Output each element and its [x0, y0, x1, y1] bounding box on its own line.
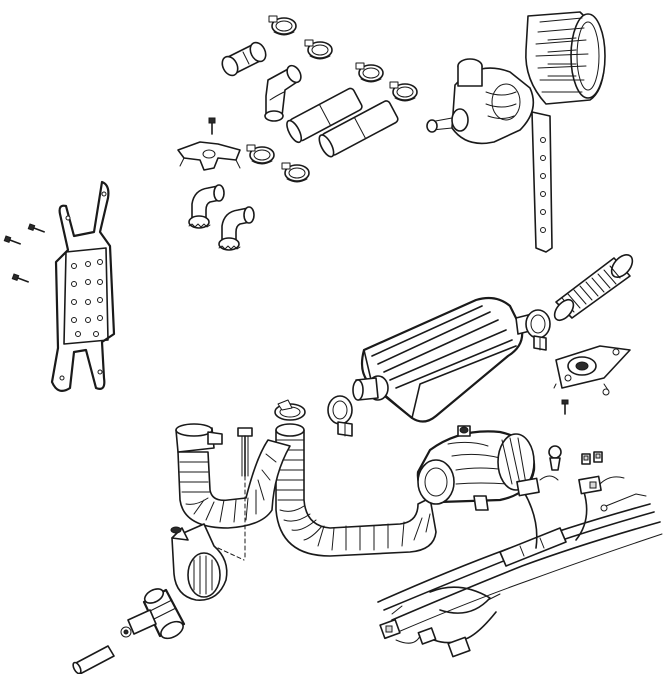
- perforated-strap: [531, 111, 553, 253]
- fuses: [581, 451, 603, 465]
- exhaust-silencer: [352, 296, 535, 423]
- bolt-with-nut: [237, 427, 253, 561]
- flexible-exhaust-pipe: [275, 423, 437, 557]
- elbow-hose-connector: [264, 64, 302, 122]
- exhaust-clamp: [274, 399, 306, 421]
- hose-clamp: [389, 81, 418, 102]
- straight-hose-connector: [221, 41, 267, 77]
- circulation-pump: [426, 58, 535, 145]
- fuel-line-stub: [72, 645, 115, 674]
- mounting-plate: [50, 180, 116, 392]
- flexible-air-intake-hose: [553, 253, 634, 322]
- mounting-screws: [3, 223, 45, 283]
- hose-clamp: [268, 15, 297, 36]
- exhaust-clamps: [274, 309, 551, 437]
- straight-tube-sections: [286, 87, 399, 158]
- hose-clamp: [355, 62, 384, 83]
- hose-clamp: [304, 39, 333, 60]
- pump-mount-sleeve: [525, 11, 606, 105]
- plate-holes: [59, 191, 107, 381]
- hose-clamps: [246, 15, 418, 183]
- exhaust-clamp: [327, 395, 353, 437]
- exhaust-clamp: [525, 309, 551, 351]
- bracket-clip: [177, 141, 241, 171]
- exhaust-end-fitting: [553, 345, 631, 415]
- bulb: [548, 445, 562, 471]
- air-intake-hose-bend: [175, 423, 291, 529]
- fuel-pump-bracket: [170, 523, 245, 601]
- hose-clamp: [246, 144, 275, 165]
- fuel-pump: [120, 588, 186, 640]
- screw: [561, 399, 569, 415]
- wiring-harness: [377, 475, 663, 658]
- hose-clamp: [281, 162, 310, 183]
- combustion-air-silencer: [416, 425, 536, 511]
- screw: [208, 117, 216, 135]
- elbow-hose-connectors: [188, 184, 255, 251]
